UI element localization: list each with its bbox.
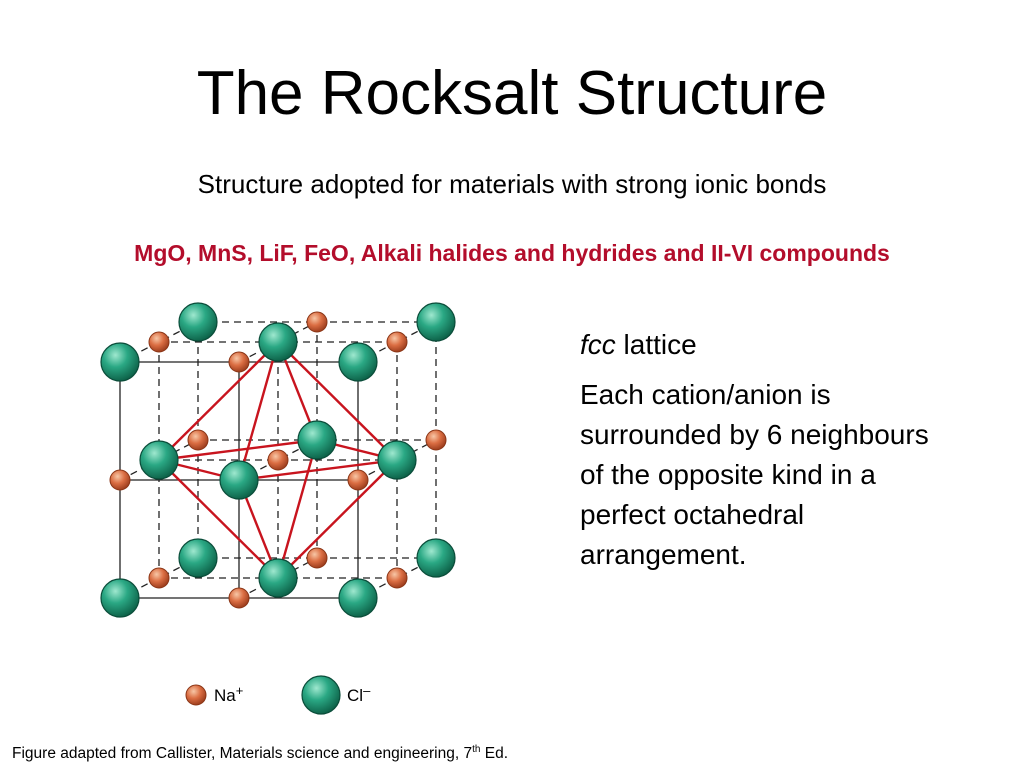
na-ion (306, 311, 328, 333)
na-ion (306, 547, 328, 569)
cl-ion (258, 558, 298, 598)
cl-ion (139, 440, 179, 480)
cl-ion (178, 302, 218, 342)
lattice-line (238, 557, 318, 599)
na-ion (148, 567, 170, 589)
na-ion (148, 331, 170, 353)
legend-cl-swatch (301, 675, 341, 715)
lattice-atoms (100, 302, 456, 618)
octahedron-edge (276, 439, 319, 579)
cl-ion (219, 460, 259, 500)
octahedron-edge (158, 438, 318, 462)
legend-cl-label: Cl– (347, 683, 371, 705)
legend-na-swatch (185, 684, 207, 706)
cl-ion (338, 342, 378, 382)
page-title: The Rocksalt Structure (196, 59, 828, 128)
cl-ion (416, 538, 456, 578)
page-subtitle: Structure adopted for materials with str… (197, 169, 827, 199)
na-ion (425, 429, 447, 451)
materials-list: MgO, MnS, LiF, FeO, Alkali halides and h… (134, 240, 890, 266)
legend: Na+ Cl– (185, 675, 371, 715)
figure-caption: Figure adapted from Callister, Materials… (12, 743, 509, 762)
na-ion (386, 331, 408, 353)
description-panel: fcc lattice Each cation/anion is surroun… (580, 325, 940, 575)
octahedron-edge (158, 341, 279, 461)
octahedron-edge (237, 341, 280, 481)
fcc-lattice-label: fcc lattice (580, 329, 697, 360)
lattice-line (119, 439, 199, 481)
octahedron-edge (158, 459, 279, 579)
octahedron-edge (238, 458, 398, 482)
na-ion (228, 351, 250, 373)
legend-na-label: Na+ (214, 683, 243, 705)
cl-ion (100, 578, 140, 618)
na-ion (187, 429, 209, 451)
cl-ion (338, 578, 378, 618)
cl-ion (416, 302, 456, 342)
cl-ion (100, 342, 140, 382)
na-ion (228, 587, 250, 609)
cl-ion (297, 420, 337, 460)
lattice-line (238, 321, 318, 363)
cl-ion (178, 538, 218, 578)
octahedron-edge (277, 341, 398, 461)
cl-ion (377, 440, 417, 480)
lattice-line (357, 439, 437, 481)
na-ion (386, 567, 408, 589)
na-ion (347, 469, 369, 491)
na-ion (109, 469, 131, 491)
coordination-description: Each cation/anion is surrounded by 6 nei… (580, 379, 929, 570)
octahedron-edge (277, 459, 398, 579)
cl-ion (258, 322, 298, 362)
na-ion (267, 449, 289, 471)
